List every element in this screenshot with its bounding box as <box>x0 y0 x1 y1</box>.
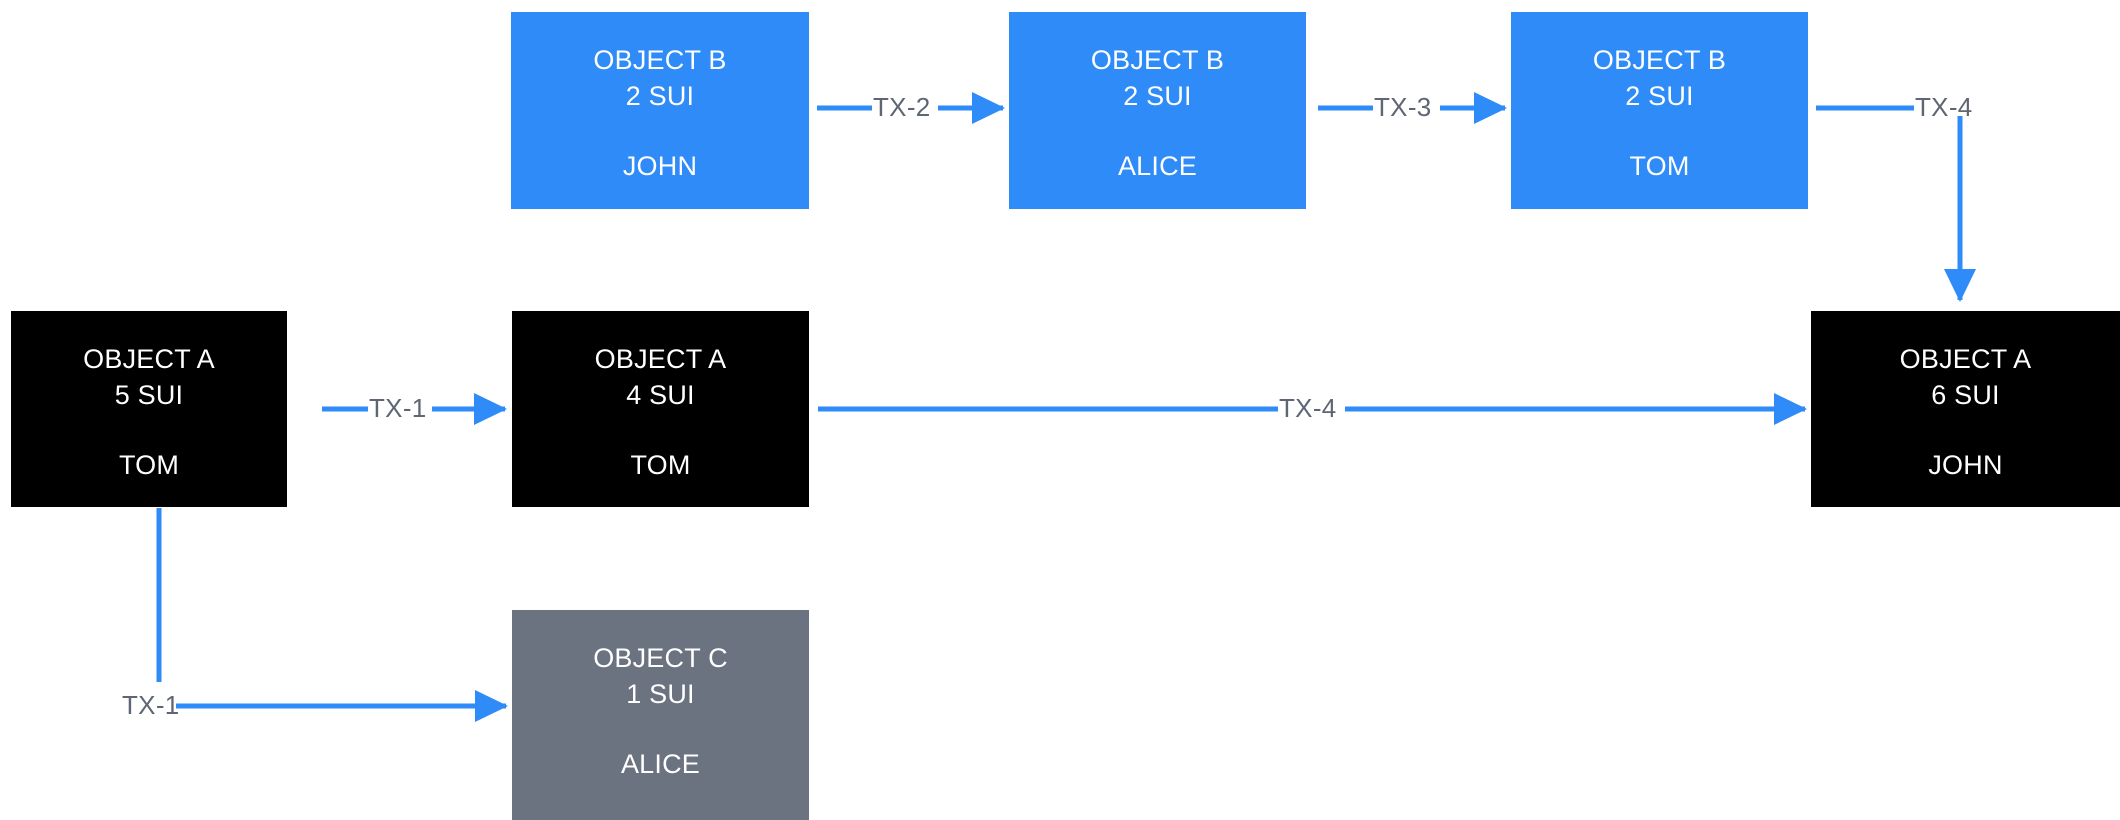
node-object-label: OBJECT C <box>593 643 728 673</box>
edge-label-tx3: TX-3 <box>1374 92 1432 122</box>
node-amount-label: 2 SUI <box>1625 81 1694 111</box>
edge-label-tx1-c: TX-1 <box>122 690 180 720</box>
edge-label-tx2: TX-2 <box>873 92 931 122</box>
node-amount-label: 1 SUI <box>626 679 695 709</box>
node-object-a-tom-4sui[interactable]: OBJECT A 4 SUI TOM <box>512 311 809 507</box>
node-object-b-tom[interactable]: OBJECT B 2 SUI TOM <box>1511 12 1808 209</box>
node-owner-label: ALICE <box>620 749 701 779</box>
node-object-label: OBJECT A <box>594 344 727 374</box>
node-object-label: OBJECT B <box>1592 45 1727 75</box>
node-amount-label: 2 SUI <box>1123 81 1192 111</box>
node-object-a-tom-5sui[interactable]: OBJECT A 5 SUI TOM <box>11 311 287 507</box>
edge-label-tx1-a: TX-1 <box>369 393 427 423</box>
node-object-label: OBJECT B <box>1090 45 1225 75</box>
edge-label-tx4-mid: TX-4 <box>1279 393 1337 423</box>
node-amount-label: 5 SUI <box>114 380 184 410</box>
node-owner-label: JOHN <box>622 151 698 181</box>
edge-label-tx4-top: TX-4 <box>1915 92 1973 122</box>
node-object-label: OBJECT A <box>83 344 215 374</box>
node-object-a-john-6sui[interactable]: OBJECT A 6 SUI JOHN <box>1811 311 2120 507</box>
node-object-label: OBJECT B <box>593 45 727 75</box>
node-owner-label: JOHN <box>1928 450 2003 480</box>
node-object-c-alice[interactable]: OBJECT C 1 SUI ALICE <box>512 610 809 820</box>
node-object-b-alice[interactable]: OBJECT B 2 SUI ALICE <box>1009 12 1306 209</box>
node-owner-label: TOM <box>118 450 180 480</box>
node-object-b-john[interactable]: OBJECT B 2 SUI JOHN <box>511 12 809 209</box>
node-owner-label: TOM <box>1629 151 1690 181</box>
node-owner-label: TOM <box>630 450 691 480</box>
connector-tx1-c <box>156 508 509 722</box>
node-object-label: OBJECT A <box>1899 344 2032 374</box>
node-amount-label: 6 SUI <box>1931 380 2000 410</box>
connector-tx4-top <box>1816 105 1977 303</box>
node-owner-label: ALICE <box>1117 151 1198 181</box>
node-amount-label: 4 SUI <box>626 380 695 410</box>
node-amount-label: 2 SUI <box>625 81 695 111</box>
